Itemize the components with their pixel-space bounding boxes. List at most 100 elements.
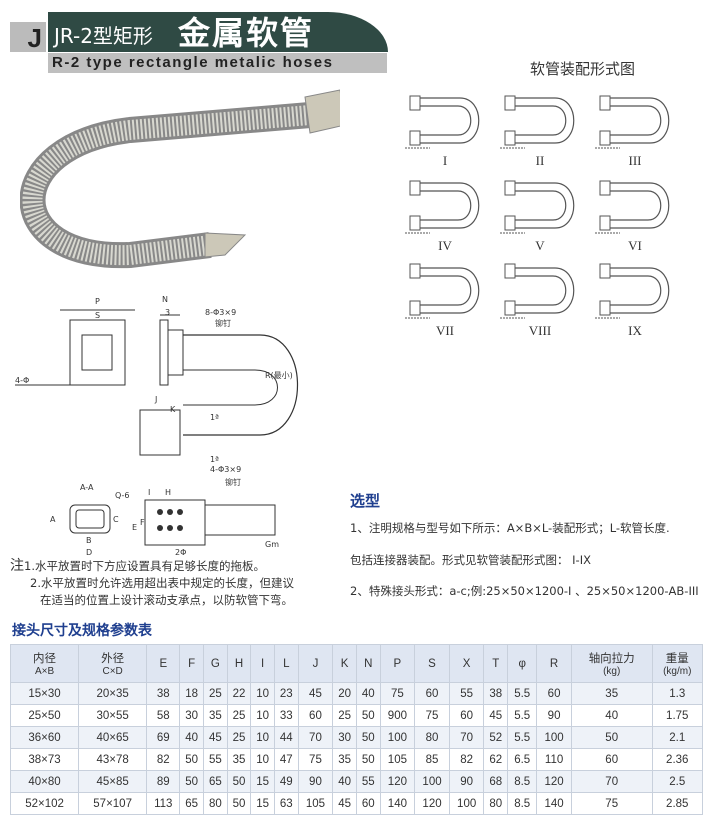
table-cell: 90 (536, 704, 572, 727)
label-rivet-top-cn: 铆钉 (215, 318, 231, 328)
table-cell: 55 (355, 770, 381, 793)
table-cell: 5.5 (507, 704, 538, 727)
table-cell: 105 (297, 792, 334, 815)
table-cell: 58 (146, 704, 181, 727)
table-cell: 30×55 (78, 704, 148, 727)
table-cell: 35 (332, 748, 357, 771)
table-cell: 30 (332, 726, 357, 749)
table-cell: 65 (179, 792, 205, 815)
column-header: P (379, 644, 416, 683)
column-header: J (297, 644, 334, 683)
label-q6: Q-6 (115, 491, 130, 500)
form-label: VI (628, 238, 642, 253)
header-text: T (492, 657, 500, 670)
header-text: φ (518, 657, 526, 670)
table-cell: 15 (250, 770, 275, 793)
table-cell: 60 (297, 704, 334, 727)
label-a: A (50, 515, 56, 524)
column-header: 重量(kg/m) (651, 644, 703, 683)
table-cell: 900 (379, 704, 416, 727)
selection-line-3: 2、特殊接头形式：a-c;例:25×50×1200-I 、25×50×1200-… (350, 584, 699, 598)
label-p: P (95, 297, 100, 306)
label-gm: Gm (265, 540, 279, 549)
label-d: D (86, 548, 92, 557)
table-cell: 38 (483, 682, 509, 705)
u-hose-icon (595, 95, 670, 149)
table-cell: 50 (355, 726, 381, 749)
table-cell: 8.5 (507, 770, 538, 793)
selection-line-2: 包括连接器装配。形式见软管装配形式图： I-IX (350, 553, 591, 567)
label-n: N (162, 295, 168, 304)
table-cell: 40×80 (9, 770, 80, 793)
header-text: E (159, 657, 168, 670)
header-text: I (261, 657, 265, 670)
table-cell: 80 (483, 792, 509, 815)
label-b: B (86, 536, 92, 545)
table-cell: 45 (203, 726, 228, 749)
assembly-form-5: V (495, 173, 585, 254)
table-cell: 38 (146, 682, 181, 705)
u-hose-icon (500, 263, 575, 319)
table-cell: 10 (250, 682, 275, 705)
header-text: X (462, 657, 471, 670)
table-cell: 60 (355, 792, 381, 815)
label-i: I (148, 488, 150, 497)
table-cell: 90 (297, 770, 334, 793)
table-cell: 140 (536, 792, 572, 815)
header-text: (kg/m) (663, 666, 692, 677)
table-cell: 43×78 (78, 748, 148, 771)
table-cell: 22 (226, 682, 252, 705)
label-3: 3 (165, 308, 170, 317)
table-cell: 140 (379, 792, 416, 815)
hose-photo (20, 89, 340, 269)
table-cell: 50 (179, 748, 205, 771)
u-hose-icon (595, 180, 670, 234)
table-cell: 100 (536, 726, 572, 749)
u-hose-icon (500, 95, 575, 149)
column-header: φ (507, 644, 538, 683)
table-cell: 50 (226, 792, 252, 815)
table-cell: 25 (226, 704, 252, 727)
header-letter: J (10, 22, 46, 53)
form-label: IV (438, 238, 452, 253)
technical-drawing: P S N 3 8-Φ3×9 铆钉 4-Φ R(最小) J K 1ª 1ª 4-… (15, 295, 298, 557)
header-text: K (340, 657, 349, 670)
table-cell: 100 (379, 726, 416, 749)
table-cell: 40 (355, 682, 381, 705)
selection-line-1: 1、注明规格与型号如下所示：A×B×L-装配形式；L-软管长度. (350, 521, 670, 535)
table-cell: 60 (414, 682, 450, 705)
label-h: H (165, 488, 171, 497)
table-cell: 45 (483, 704, 509, 727)
form-label: IX (628, 323, 642, 338)
table-cell: 25 (226, 726, 252, 749)
table-cell: 2.5 (651, 770, 703, 793)
header-text: F (188, 657, 196, 670)
form-label: II (535, 153, 545, 168)
table-cell: 2.85 (651, 792, 703, 815)
column-header: L (273, 644, 299, 683)
header-text: S (428, 657, 436, 670)
table-cell: 80 (203, 792, 228, 815)
column-header: R (536, 644, 572, 683)
column-header: H (226, 644, 252, 683)
table-cell: 20×35 (78, 682, 148, 705)
label-2phi: 2Φ (175, 548, 186, 557)
note-3: 在适当的位置上设计滚动支承点，以防软管下弯。 (40, 593, 293, 607)
table-cell: 30 (179, 704, 205, 727)
table-cell: 35 (203, 704, 228, 727)
table-cell: 38×73 (9, 748, 80, 771)
table-cell: 65 (203, 770, 228, 793)
table-title: 接头尺寸及规格参数表 (12, 623, 152, 639)
form-label: I (442, 153, 448, 168)
table-cell: 25×50 (9, 704, 80, 727)
label-j: J (154, 395, 157, 404)
table-cell: 2.1 (651, 726, 703, 749)
table-cell: 105 (379, 748, 416, 771)
table-cell: 33 (273, 704, 299, 727)
notes: 注1.水平放置时下方应设置具有足够长度的拖板。 2.水平放置时允许选用超出表中规… (10, 558, 294, 609)
u-hose-icon (405, 180, 480, 234)
table-cell: 50 (570, 726, 653, 749)
selection-title: 选型 (350, 492, 381, 510)
